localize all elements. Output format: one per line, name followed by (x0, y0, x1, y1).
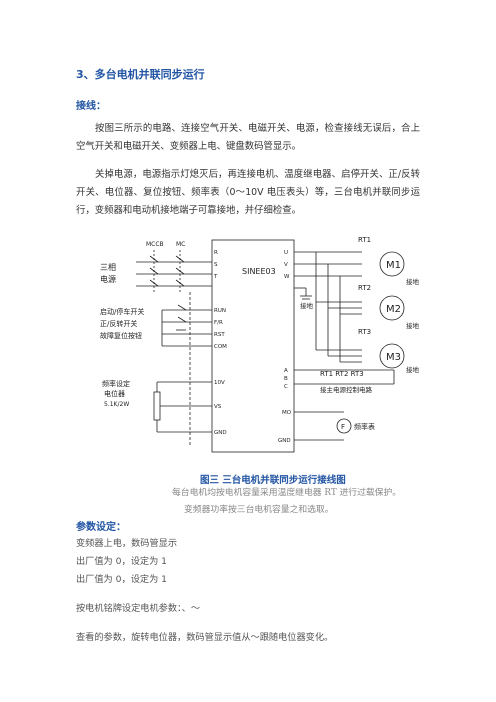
freq-meter-symbol: F (341, 423, 345, 431)
figure-note-2: 变频器功率按三台电机容量之和选取。 (184, 505, 334, 515)
terminal-gnd-left: GND (214, 430, 227, 436)
terminal-gnd-right: GND (278, 438, 291, 444)
motor-label-m1: M1 (386, 260, 401, 271)
terminal-10v: 10V (214, 380, 225, 386)
start-stop-label: 启动/停车开关 (100, 307, 144, 316)
relay-label-rt2: RT2 (358, 284, 371, 292)
freq-meter-label: 频率表 (354, 422, 375, 431)
terminal-w: W (284, 274, 290, 280)
relay-label-rt3: RT3 (358, 328, 371, 336)
terminal-mo: MO (282, 410, 292, 416)
figure-caption: 图三 三台电机并联同步运行接线图 (200, 475, 346, 486)
motor-label-m2: M2 (386, 304, 401, 315)
param-line-4: 按电机铭牌设定电机参数：、～ (76, 603, 201, 614)
ground-label-m3: 接地 (406, 365, 420, 374)
param-line-3: 出厂值为 0，设定为 1 (76, 574, 168, 585)
reset-label: 故障复位按钮 (100, 331, 142, 340)
terminal-vs: VS (214, 404, 222, 410)
param-line-5: 查看的参数，旋转电位器，数码管显示值从～跟随电位器变化。 (76, 632, 334, 643)
terminal-a: A (284, 368, 288, 374)
freq-set-label-3: 5.1K/2W (104, 401, 129, 408)
paragraph-wiring-2: 关掉电源，电源指示灯熄灭后，再连接电机、温度继电器、启停开关、正/反转开关、电位… (76, 169, 420, 216)
relay-label-rt1: RT1 (358, 236, 371, 244)
ground-label-m2: 接地 (406, 321, 420, 330)
terminal-b: B (284, 376, 288, 382)
main-power-control-label: 接主电源控制电路 (320, 385, 373, 394)
ground-label-m1: 接地 (406, 277, 420, 286)
terminal-rst: RST (214, 332, 225, 338)
terminal-fr: F/R (214, 320, 223, 326)
ground-label-inverter: 接地 (300, 301, 314, 310)
figure-note-1: 每台电机均按电机容量采用温度继电器 RT 进行过载保护。 (172, 488, 402, 498)
terminal-com: COM (214, 344, 227, 350)
breaker-label: MCCB (146, 241, 164, 248)
wiring-diagram: R S T RUN F/R RST COM 10V VS GND U V W A… (100, 236, 420, 453)
terminal-c: C (284, 384, 288, 390)
wiring-subheading: 接线： (76, 101, 106, 112)
fwd-rev-label: 正/反转开关 (100, 319, 137, 328)
terminal-u: U (284, 250, 288, 256)
paragraph-wiring-1: 按图三所示的电路、连接空气开关、电磁开关、电源，检查接线无误后，合上空气开关和电… (76, 123, 420, 152)
contactor-label: MC (176, 241, 185, 248)
motor-m1 (379, 251, 405, 277)
param-line-1: 变频器上电，数码管显示 (76, 538, 178, 549)
power-label-2: 电源 (100, 274, 116, 284)
relay-chain-label: RT1 RT2 RT3 (320, 370, 364, 378)
motor-m3 (379, 343, 405, 369)
terminal-r: R (214, 250, 218, 256)
freq-set-label-1: 频率设定 (102, 379, 130, 388)
param-subheading: 参数设定： (76, 522, 126, 533)
frequency-meter (336, 418, 352, 434)
power-label-1: 三相 (100, 262, 116, 272)
inverter-label: SINEE03 (242, 267, 276, 276)
terminal-run: RUN (214, 308, 226, 314)
terminal-s: S (214, 262, 218, 268)
param-line-2: 出厂值为 0，设定为 1 (76, 556, 168, 567)
motor-label-m3: M3 (386, 352, 401, 363)
terminal-v: V (284, 262, 288, 268)
freq-set-label-2: 电位器 (104, 389, 125, 398)
terminal-t: T (213, 274, 218, 280)
section-heading: 3、多台电机并联同步运行 (76, 68, 205, 81)
motor-m2 (379, 295, 405, 321)
